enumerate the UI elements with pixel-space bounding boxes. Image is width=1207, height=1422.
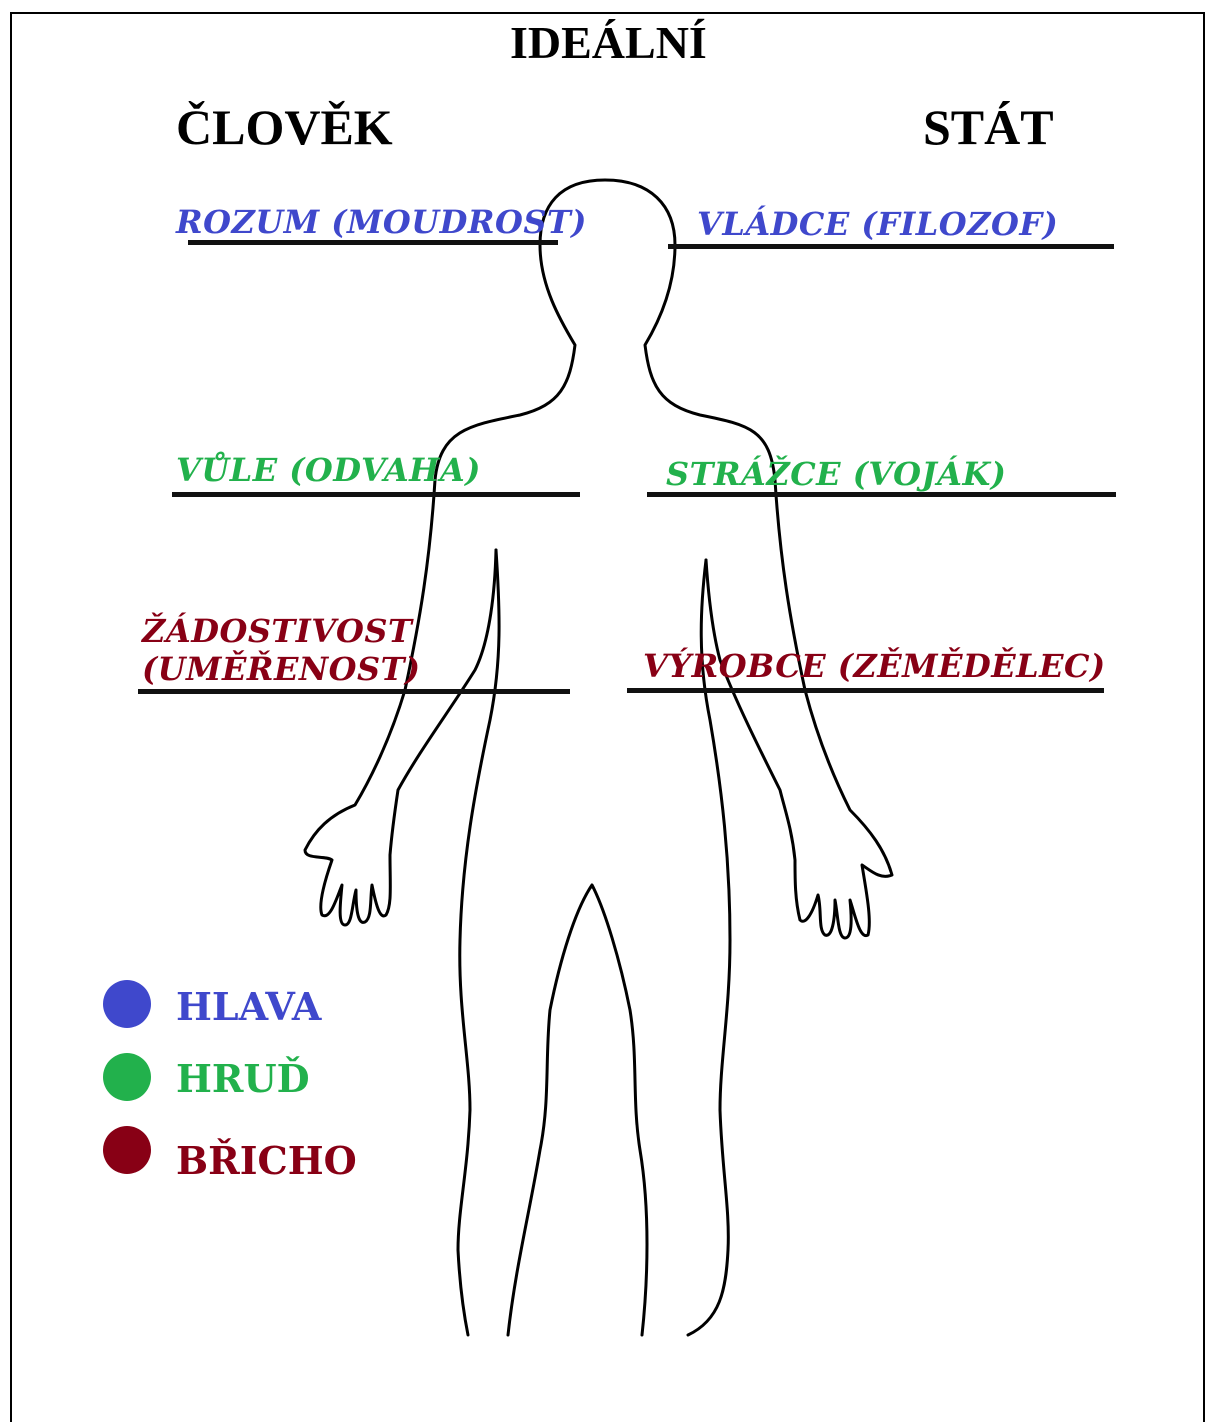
person-head-line (188, 240, 558, 245)
legend-head-dot (103, 980, 151, 1028)
person-chest-label: VŮLE (ODVAHA) (176, 454, 481, 486)
person-chest-line (172, 492, 580, 497)
state-chest-line (647, 492, 1116, 497)
legend-head-label: HLAVA (176, 988, 321, 1026)
legend-belly-dot (103, 1126, 151, 1174)
legend-chest-label: HRUĎ (176, 1060, 310, 1098)
person-heading: ČLOVĚK (176, 102, 393, 152)
state-head-line (668, 244, 1114, 249)
legend-belly-label: BŘICHO (176, 1142, 357, 1180)
state-belly-label: VÝROBCE (ZĚMĚDĚLEC) (643, 650, 1106, 682)
person-belly-label-line2: (UMĚŘENOST) (142, 653, 421, 685)
diagram-title: IDEÁLNÍ (510, 20, 707, 66)
state-chest-label: STRÁŽCE (VOJÁK) (666, 458, 1006, 490)
state-head-label: VLÁDCE (FILOZOF) (697, 208, 1058, 240)
legend-chest-dot (103, 1053, 151, 1101)
person-head-label: ROZUM (MOUDROST) (176, 206, 587, 238)
state-heading: STÁT (923, 102, 1054, 152)
person-belly-line (138, 689, 570, 694)
person-belly-label-line1: ŽÁDOSTIVOST (142, 615, 412, 647)
state-belly-line (627, 688, 1104, 693)
